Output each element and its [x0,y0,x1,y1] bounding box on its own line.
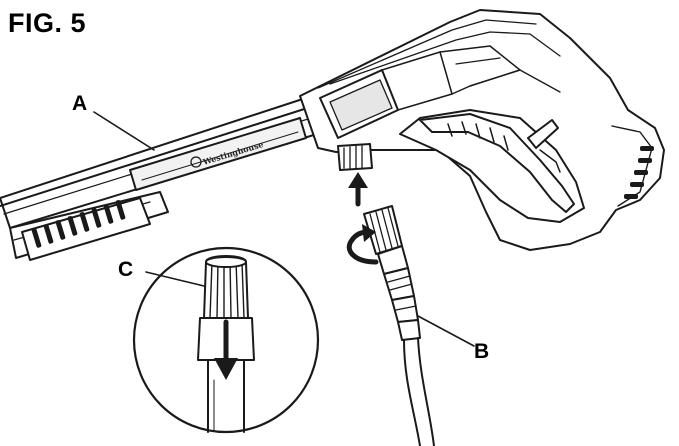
callout-b: B [474,340,489,363]
spray-wand [0,93,331,261]
leader-line-b [417,315,475,347]
callout-c: C [118,258,133,281]
high-pressure-hose [403,337,435,446]
wand-grip-ribs [31,200,126,248]
callout-a: A [72,92,87,115]
handle-grip-ribs [624,146,654,199]
spray-gun-body [299,9,665,251]
rotate-arrow [346,224,379,265]
connect-arrow-up [348,172,368,207]
hose-coupling [363,205,421,341]
figure-title: FIG. 5 [8,8,87,38]
detail-inset-circle [132,246,320,434]
gun-hose-inlet [337,143,373,171]
leader-line-c [145,271,205,287]
trigger [419,113,575,213]
leader-line-a [93,111,155,151]
brand-logo [190,156,202,168]
